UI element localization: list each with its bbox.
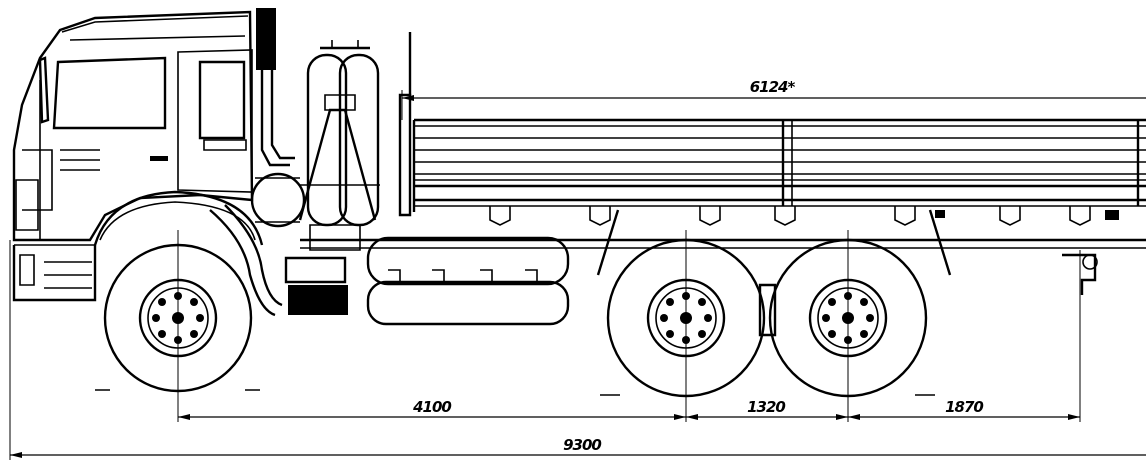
cargo-body [398,32,1146,217]
exhaust-stack [256,8,276,70]
cab-window [52,56,167,130]
front-bumper [12,245,97,302]
cab-side-window [198,60,246,140]
toolbox [288,285,348,315]
headlight [15,179,39,231]
tank-lower [366,280,570,326]
mudflap-stay-front [596,209,620,276]
rear-overhang-label: 1870 [945,398,983,416]
tank-upper [366,236,570,286]
cab-door [177,49,253,193]
mirror [38,56,50,124]
chassis-frame [284,209,1146,337]
dimension-lines [9,90,1146,460]
wheelbase-label: 4100 [412,398,451,416]
battery-box [284,256,347,284]
body-length-label: 6124* [750,78,796,96]
headboard-post [398,93,412,217]
air-filter [250,172,306,228]
mudflap-stay-rear [928,209,952,276]
door-handle [150,156,168,161]
tow-hitch [1082,254,1098,270]
cab [12,8,306,317]
gas-tanks [298,40,380,251]
overall-length-label: 9300 [563,436,601,454]
body-brackets [489,206,1119,226]
axle-spacing-label: 1320 [747,398,785,416]
